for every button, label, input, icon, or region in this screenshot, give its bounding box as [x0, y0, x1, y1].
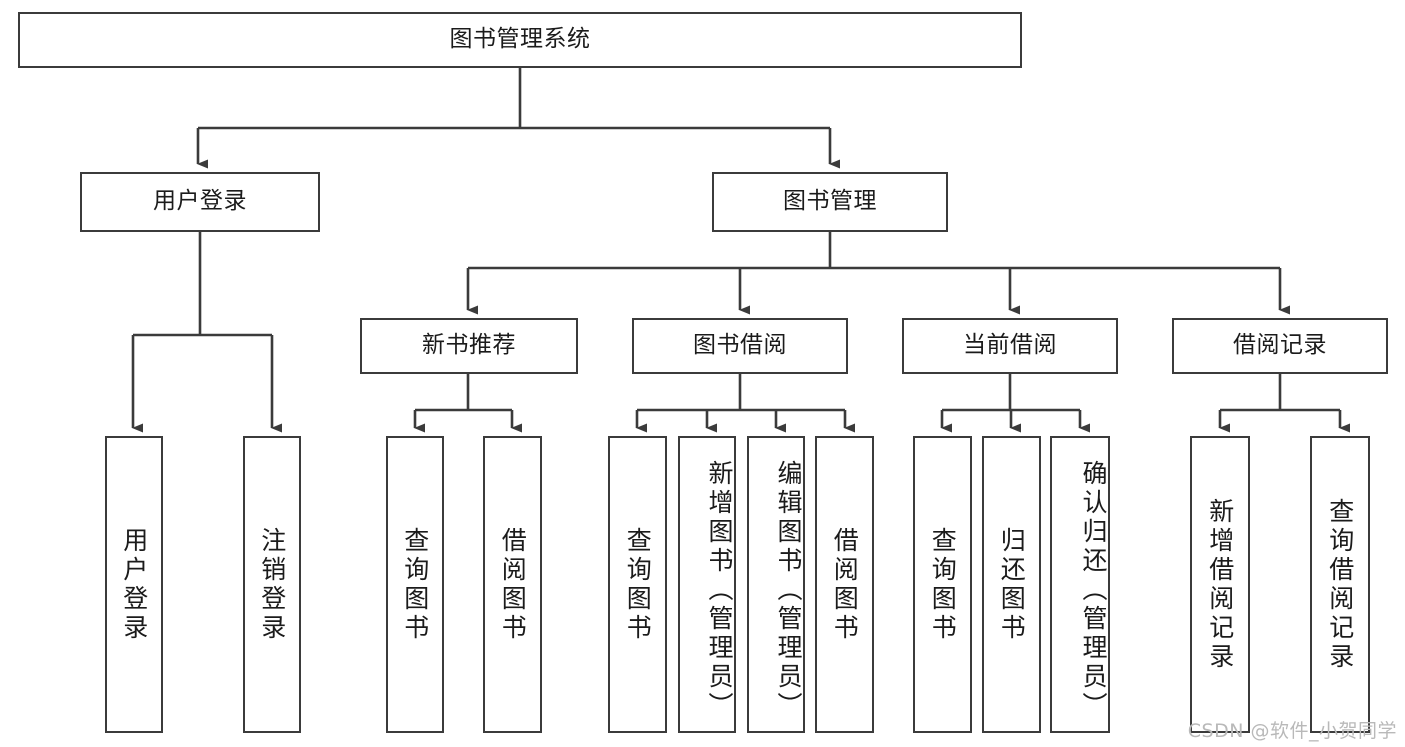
csdn-watermark: CSDN @软件_小贺同学: [1187, 720, 1397, 742]
node-leaf-query-book-c-label: 查询图书: [928, 526, 958, 643]
node-leaf-query-book-b[interactable]: 查询图书: [608, 436, 667, 733]
node-current-borrow-label: 当前借阅: [963, 332, 1057, 359]
node-borrow-record-label: 借阅记录: [1233, 332, 1327, 359]
node-leaf-edit-book-label: 编辑图书（管理员）: [774, 460, 803, 721]
node-leaf-query-record-label: 查询借阅记录: [1325, 497, 1355, 672]
node-leaf-add-book[interactable]: 新增图书（管理员）: [678, 436, 736, 733]
node-leaf-add-record-label: 新增借阅记录: [1205, 497, 1235, 672]
node-leaf-query-record[interactable]: 查询借阅记录: [1310, 436, 1370, 733]
node-new-book-rec[interactable]: 新书推荐: [360, 318, 578, 374]
node-borrow-record[interactable]: 借阅记录: [1172, 318, 1388, 374]
node-leaf-logout[interactable]: 注销登录: [243, 436, 301, 733]
node-leaf-return-book[interactable]: 归还图书: [982, 436, 1041, 733]
node-user-login-label: 用户登录: [153, 188, 247, 215]
node-new-book-rec-label: 新书推荐: [422, 332, 516, 359]
node-leaf-query-book-rec-label: 查询图书: [400, 526, 430, 643]
node-leaf-user-login[interactable]: 用户登录: [105, 436, 163, 733]
node-user-login[interactable]: 用户登录: [80, 172, 320, 232]
node-leaf-borrow-book-rec[interactable]: 借阅图书: [483, 436, 542, 733]
node-leaf-return-book-label: 归还图书: [997, 526, 1027, 643]
node-leaf-query-book-b-label: 查询图书: [623, 526, 653, 643]
node-book-borrow-label: 图书借阅: [693, 332, 787, 359]
node-leaf-user-login-label: 用户登录: [119, 526, 149, 643]
node-leaf-confirm-return[interactable]: 确认归还（管理员）: [1050, 436, 1110, 733]
node-leaf-query-book-c[interactable]: 查询图书: [913, 436, 972, 733]
node-leaf-add-record[interactable]: 新增借阅记录: [1190, 436, 1250, 733]
node-leaf-borrow-book-b[interactable]: 借阅图书: [815, 436, 874, 733]
node-leaf-query-book-rec[interactable]: 查询图书: [386, 436, 444, 733]
node-leaf-confirm-return-label: 确认归还（管理员）: [1079, 460, 1108, 721]
node-leaf-borrow-book-b-label: 借阅图书: [830, 526, 860, 643]
node-leaf-edit-book[interactable]: 编辑图书（管理员）: [747, 436, 805, 733]
node-root-label: 图书管理系统: [449, 26, 591, 53]
node-current-borrow[interactable]: 当前借阅: [902, 318, 1118, 374]
node-book-borrow[interactable]: 图书借阅: [632, 318, 848, 374]
node-leaf-logout-label: 注销登录: [257, 526, 287, 643]
node-book-manage-label: 图书管理: [783, 188, 877, 215]
node-leaf-borrow-book-rec-label: 借阅图书: [498, 526, 528, 643]
node-root[interactable]: 图书管理系统: [18, 12, 1022, 68]
node-leaf-add-book-label: 新增图书（管理员）: [705, 460, 734, 721]
node-book-manage[interactable]: 图书管理: [712, 172, 948, 232]
